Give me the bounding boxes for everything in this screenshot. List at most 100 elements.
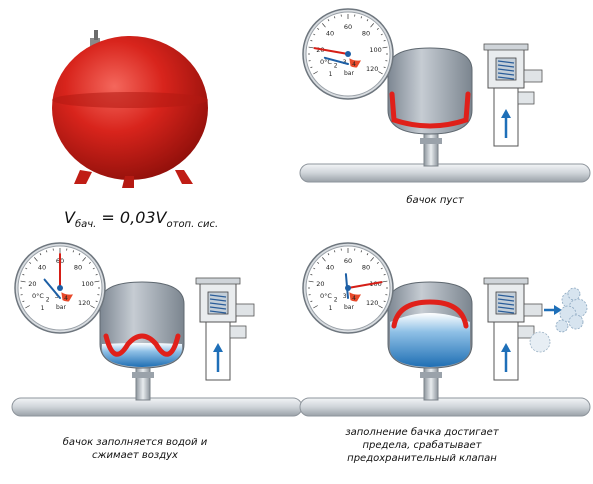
pressure-red-zone	[349, 58, 361, 68]
pressure-tick-label: 4	[352, 61, 356, 68]
flow-arrow-head	[501, 109, 511, 118]
valve-spring-coil	[497, 64, 515, 68]
temp-tick	[78, 253, 81, 256]
temp-tick	[95, 300, 98, 303]
connector-pipe	[423, 363, 439, 401]
caption-full: заполнение бачка достигает предела, сраб…	[322, 426, 522, 465]
valve-cap	[483, 43, 529, 51]
temp-tick	[82, 257, 86, 262]
temp-tick	[88, 262, 91, 264]
main-pipe	[299, 397, 591, 417]
temp-tick	[20, 280, 26, 283]
temp-tick-label: 100	[81, 280, 93, 288]
valve-side-port	[229, 325, 247, 339]
temp-tick	[327, 253, 330, 256]
temp-tick	[313, 71, 318, 75]
temp-tick	[327, 19, 330, 22]
valve-side-port	[517, 91, 535, 105]
pressure-needle	[323, 56, 349, 65]
temp-tick	[310, 273, 313, 276]
temp-tick	[366, 19, 369, 22]
valve-spring-coil	[209, 294, 227, 298]
temp-tick	[333, 250, 336, 253]
temp-tick-label: 100	[369, 46, 381, 54]
connector-nut	[132, 372, 154, 378]
main-pipe	[11, 397, 303, 417]
valve-spring-coil	[497, 310, 515, 314]
pressure-tick-label: 4	[352, 295, 356, 302]
pressure-unit-label: bar	[344, 304, 354, 311]
temp-tick	[370, 257, 374, 262]
temp-tick-label: 80	[362, 30, 370, 38]
temp-tick	[376, 262, 379, 264]
formula-v: V	[64, 208, 75, 227]
gauge-hub	[57, 285, 63, 291]
valve-spring-coil	[497, 294, 515, 298]
connector-nut	[420, 372, 442, 378]
temp-tick-label: 120	[78, 299, 90, 307]
temp-tick	[383, 300, 386, 303]
temp-tick	[72, 250, 75, 253]
temp-unit-label: 0°C	[320, 58, 332, 66]
temp-tick	[317, 28, 320, 30]
temp-tick	[95, 273, 98, 276]
temp-tick-label: 80	[362, 264, 370, 272]
pressure-tick-label: 1	[41, 305, 45, 312]
formula-sub-tank: бач.	[74, 219, 97, 230]
connector-nut	[420, 138, 442, 144]
membrane	[391, 299, 469, 329]
pressure-unit-label: bar	[56, 304, 66, 311]
pressure-unit-label: bar	[344, 70, 354, 77]
membrane	[389, 91, 471, 129]
steam-cloud-puff	[568, 314, 584, 330]
pressure-tick-label: 3	[55, 293, 59, 300]
temp-tick	[308, 280, 314, 283]
pressure-red-zone	[61, 292, 73, 302]
temp-tick-label: 120	[366, 65, 378, 73]
temperature-needle	[347, 281, 383, 289]
main-pipe	[299, 163, 591, 183]
temp-tick-label: 60	[344, 23, 352, 31]
pressure-tick-label: 1	[329, 305, 333, 312]
valve-spring-coil	[209, 302, 227, 306]
tank-body	[387, 47, 473, 135]
temp-tick	[322, 23, 326, 28]
pressure-red-zone	[349, 292, 361, 302]
valve-spring-coil	[209, 298, 227, 302]
temp-tick	[90, 305, 95, 309]
steam-cloud-puff	[555, 319, 569, 333]
temp-tick-label: 20	[28, 280, 36, 288]
temp-tick	[383, 66, 386, 69]
discharge-arrow-head	[554, 305, 562, 315]
temp-tick	[34, 257, 38, 262]
gauge-hub	[345, 285, 351, 291]
valve-spring-coil	[497, 306, 515, 310]
temp-tick	[370, 23, 374, 28]
temp-tick	[383, 273, 386, 276]
caption-empty: бачок пуст	[380, 194, 490, 207]
temp-tick	[22, 273, 25, 276]
pressure-needle	[43, 278, 61, 299]
red-tank-photo	[52, 30, 208, 188]
valve-spring-coil	[497, 302, 515, 306]
caption-empty-text: бачок пуст	[406, 195, 464, 206]
temp-tick	[310, 66, 313, 69]
tank-volume-formula: Vбач. = 0,03Vотоп. сис.	[64, 208, 219, 230]
steam-cloud-puff	[529, 331, 551, 353]
caption-filling-line2: сжимает воздух	[92, 450, 178, 461]
temp-tick	[382, 280, 388, 283]
temp-tick	[378, 71, 383, 75]
pressure-tick-label: 1	[329, 71, 333, 78]
temp-tick	[310, 39, 313, 42]
valve-spring-coil	[497, 298, 515, 302]
valve-spring-coil	[497, 72, 515, 76]
formula-sub-system: отоп. сис.	[166, 219, 219, 230]
valve-spring-coil	[209, 310, 227, 314]
temp-tick	[22, 300, 25, 303]
pressure-tick-label: 3	[343, 293, 347, 300]
pressure-tick-label: 2	[46, 297, 50, 304]
steam-cloud-puff	[567, 287, 581, 301]
